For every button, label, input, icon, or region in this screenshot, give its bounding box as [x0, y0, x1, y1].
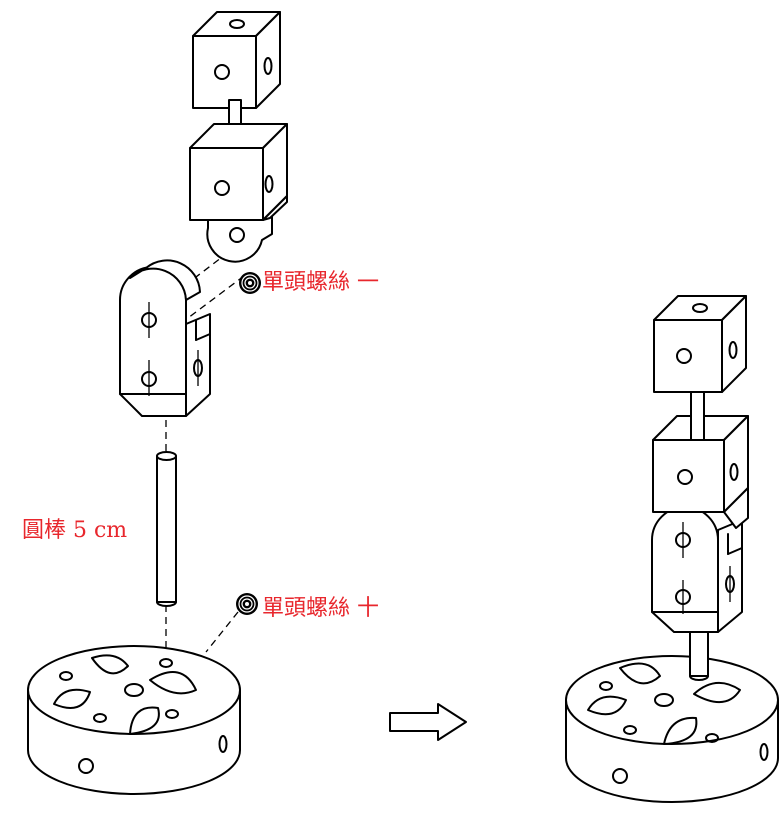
set-screw-top [239, 272, 261, 294]
base-wheel-right [565, 655, 779, 803]
cube-lower-left [189, 123, 288, 263]
hinge-bracket [119, 259, 211, 417]
hinge-bracket-assembled [651, 506, 743, 633]
label-set-screw-bottom: 單頭螺絲 十 [262, 596, 379, 621]
base-wheel-left [27, 645, 241, 795]
short-rod-right [690, 391, 705, 441]
cube-top-left [192, 11, 281, 109]
rod-5cm [156, 451, 177, 607]
right-arrow-icon [389, 703, 467, 741]
set-screw-bottom [236, 593, 258, 615]
cube-top-right [653, 295, 747, 393]
label-set-screw-top: 單頭螺絲 一 [262, 270, 379, 295]
label-rod-5cm: 圓棒 5 cm [22, 518, 128, 543]
